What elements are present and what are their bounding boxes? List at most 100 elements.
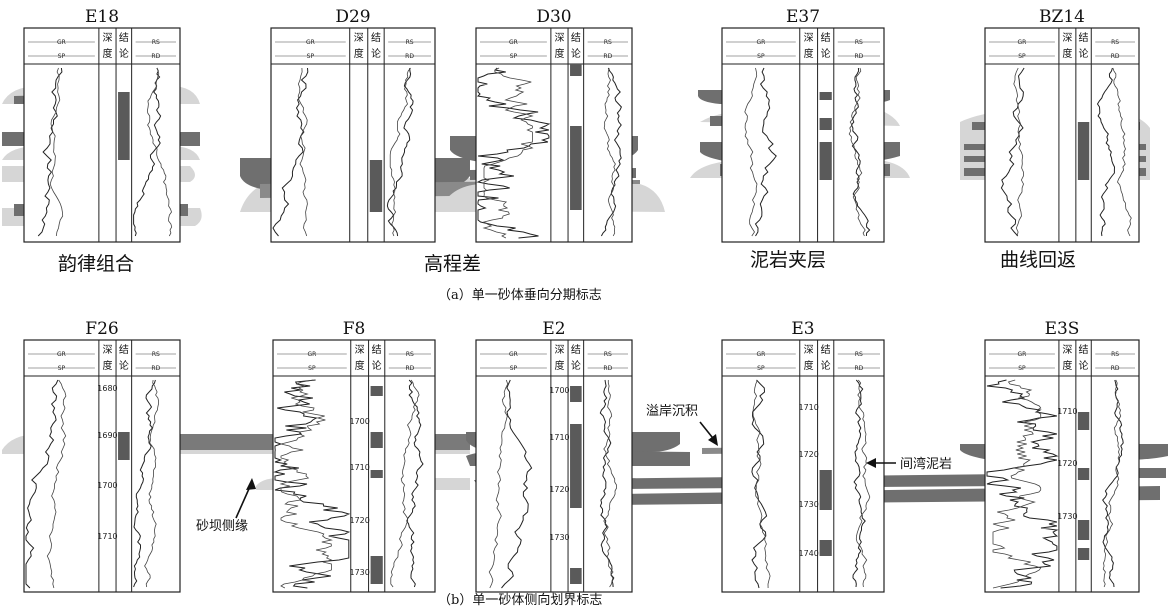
depth-header-bottom: 度 xyxy=(1062,47,1072,60)
sp-label: SP xyxy=(58,53,66,60)
depth-header-bottom: 度 xyxy=(102,47,112,60)
gr-label: GR xyxy=(57,351,66,358)
well-name: F8 xyxy=(343,319,366,339)
conclusion-sand xyxy=(819,92,832,100)
rd-curve xyxy=(147,67,173,237)
rd-curve xyxy=(144,379,160,588)
gr-label: GR xyxy=(307,351,316,358)
rs-curve xyxy=(600,67,622,237)
sp-curve xyxy=(992,379,1042,589)
depth-header-top: 深 xyxy=(804,344,814,356)
rd-curve xyxy=(603,380,618,588)
note-overbank: 溢岸沉积 xyxy=(646,404,698,419)
sp-curve xyxy=(488,379,509,589)
conclusion-sand xyxy=(1077,122,1090,180)
conclusion-header-top: 结 xyxy=(821,343,831,356)
conclusion-sand xyxy=(819,470,832,510)
rd-curve xyxy=(1102,379,1122,588)
well-name: E2 xyxy=(542,319,565,339)
rd-curve xyxy=(389,67,411,237)
conclusion-sand xyxy=(570,568,582,584)
depth-value: 1710 xyxy=(97,532,117,541)
conclusion-header-bottom: 论 xyxy=(821,47,831,60)
rd-curve xyxy=(390,379,420,588)
gr-curve xyxy=(1000,67,1025,237)
panel-frame xyxy=(23,339,181,593)
conclusion-sand xyxy=(370,386,383,396)
conclusion-sand xyxy=(819,118,832,130)
depth-value: 1730 xyxy=(349,568,369,577)
conclusion-sand xyxy=(570,64,582,76)
panel-frame xyxy=(270,27,436,243)
note-bar-edge: 砂坝侧缘 xyxy=(196,519,248,534)
arrow-overbank-head xyxy=(708,434,718,446)
gr-label: GR xyxy=(1018,39,1027,46)
conclusion-header-top: 结 xyxy=(821,31,831,44)
panel-frame xyxy=(721,27,885,243)
conclusion-sand xyxy=(118,92,130,150)
rd-label: RD xyxy=(603,53,612,60)
gr-label: GR xyxy=(57,39,66,46)
gr-label: GR xyxy=(1018,351,1027,358)
conclusion-header-top: 结 xyxy=(571,31,581,44)
conclusion-sand xyxy=(1077,468,1090,480)
sp-label: SP xyxy=(510,53,518,60)
gr-curve xyxy=(986,379,1059,589)
sp-curve xyxy=(482,67,534,239)
rs-label: RS xyxy=(855,351,863,358)
depth-header-bottom: 度 xyxy=(354,47,364,60)
conclusion-sand xyxy=(1077,548,1090,560)
gr-curve xyxy=(272,67,309,237)
conclusion-header-bottom: 论 xyxy=(571,47,581,60)
gr-curve xyxy=(754,67,777,237)
rd-label: RD xyxy=(151,53,160,60)
rs-curve xyxy=(406,379,424,588)
well-name: D30 xyxy=(536,7,571,27)
depth-value: 1730 xyxy=(1057,512,1077,521)
depth-value: 1710 xyxy=(798,403,818,412)
depth-header-top: 深 xyxy=(354,32,364,44)
sp-label: SP xyxy=(58,365,66,372)
rd-label: RD xyxy=(1111,53,1120,60)
depth-header-top: 深 xyxy=(1062,344,1072,356)
marker-rhythm: 韵律组合 xyxy=(58,253,134,275)
conclusion-sand xyxy=(370,470,383,478)
conclusion-sand xyxy=(819,142,832,180)
depth-header-top: 深 xyxy=(554,344,564,356)
depth-value: 1720 xyxy=(798,450,818,459)
rs-curve xyxy=(599,379,615,588)
conclusion-sand xyxy=(118,432,130,460)
conclusion-sand xyxy=(370,556,383,584)
well-name: D29 xyxy=(335,7,370,27)
conclusion-header-bottom: 论 xyxy=(371,47,381,60)
depth-value: 1710 xyxy=(1057,407,1077,416)
conclusion-header-bottom: 论 xyxy=(119,47,129,60)
conclusion-sand xyxy=(118,150,130,160)
sp-curve xyxy=(46,379,67,589)
gr-label: GR xyxy=(509,39,518,46)
conclusion-sand xyxy=(570,424,582,508)
sp-curve xyxy=(752,379,771,589)
sp-curve xyxy=(1013,67,1024,237)
sp-curve xyxy=(279,379,333,589)
rs-label: RS xyxy=(152,39,160,46)
depth-value: 1700 xyxy=(349,417,369,426)
conclusion-sand xyxy=(369,160,383,212)
well-name: F26 xyxy=(85,319,118,339)
marker-curve-return: 曲线回返 xyxy=(1000,249,1076,271)
well-name: E37 xyxy=(786,7,820,27)
depth-header-top: 深 xyxy=(102,32,112,44)
rd-label: RD xyxy=(854,365,863,372)
sp-curve xyxy=(49,67,64,237)
depth-header-top: 深 xyxy=(102,344,112,356)
rd-label: RD xyxy=(1111,365,1120,372)
depth-header-bottom: 度 xyxy=(804,47,814,60)
conclusion-sand xyxy=(1077,520,1090,540)
rs-curve xyxy=(852,379,866,588)
gr-label: GR xyxy=(756,39,765,46)
